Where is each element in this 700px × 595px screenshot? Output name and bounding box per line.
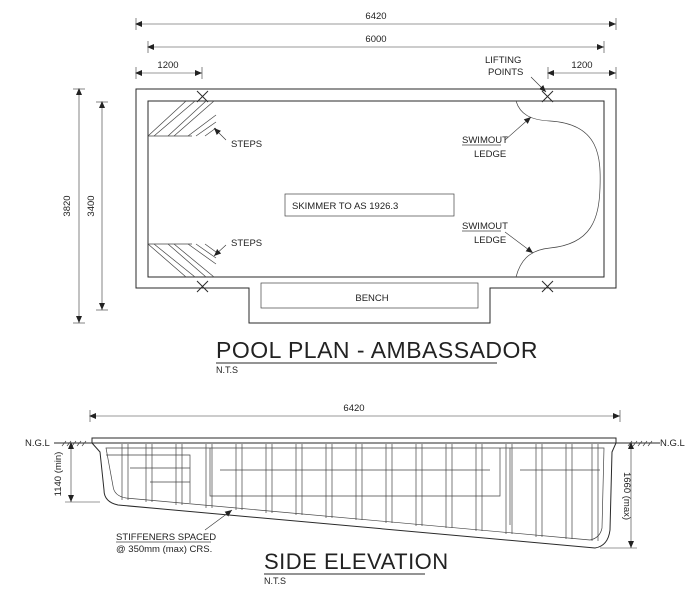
- depth-min-label: 1140 (min): [53, 452, 64, 497]
- plan-title: POOL PLAN - AMBASSADOR: [216, 337, 538, 363]
- dim-6000-label: 6000: [365, 34, 386, 45]
- internal-step-lines: [106, 448, 600, 525]
- swimout-bottom-label-1: SWIMOUT: [462, 221, 508, 232]
- side-elevation: 6420 N.G.L N.G.L: [25, 403, 685, 586]
- skimmer-label: SKIMMER TO AS 1926.3: [292, 201, 398, 212]
- dim-inner-width: 3400: [86, 101, 108, 311]
- dim-depth-max: 1660 (max): [600, 442, 637, 549]
- steps-bottom: [147, 243, 217, 278]
- bench-label: BENCH: [355, 293, 388, 304]
- pool-shell-inner: [105, 447, 605, 541]
- dim-overall-length-elevation: 6420: [89, 403, 621, 422]
- dim-depth-min: 1140 (min): [53, 442, 100, 503]
- dim-overall-length-plan: 6420: [135, 11, 617, 30]
- stiffeners-label-1: STIFFENERS SPACED: [116, 532, 216, 543]
- pool-shell-outline: [91, 437, 617, 549]
- pool-outer-outline: [135, 88, 617, 324]
- dim-3400-label: 3400: [86, 195, 97, 216]
- depth-max-label: 1660 (max): [621, 472, 632, 520]
- dim-overall-width: 3820: [62, 88, 85, 324]
- ngl-right-label: N.G.L: [660, 438, 685, 449]
- lifting-label-line2: POINTS: [488, 67, 523, 78]
- pool-inner-outline: [147, 100, 605, 278]
- dim-1200-right-label: 1200: [571, 60, 592, 71]
- stiffeners-label-2: @ 350mm (max) CRS.: [116, 544, 212, 555]
- ngl-left-label: N.G.L: [25, 438, 50, 449]
- dim-inner-length-plan: 6000: [147, 34, 605, 53]
- elev-dim-6420-label: 6420: [343, 403, 364, 414]
- steps-top-label: STEPS: [231, 139, 262, 150]
- dim-6420-label: 6420: [365, 11, 386, 22]
- dim-left-step: 1200: [135, 60, 203, 79]
- steps-bottom-label: STEPS: [231, 238, 262, 249]
- lifting-label-line1: LIFTING: [485, 55, 521, 66]
- dim-right-ledge: 1200: [547, 60, 617, 79]
- plan-scale: N.T.S: [216, 365, 238, 375]
- elevation-scale: N.T.S: [264, 576, 286, 586]
- elevation-title: SIDE ELEVATION: [264, 549, 449, 574]
- bench: [260, 282, 479, 309]
- skimmer-box: [284, 193, 455, 217]
- dim-1200-left-label: 1200: [157, 60, 178, 71]
- dim-3820-label: 3820: [62, 195, 73, 216]
- stiffeners: [121, 444, 599, 541]
- steps-top: [147, 100, 217, 137]
- swimout-bottom-label-2: LEDGE: [474, 235, 506, 246]
- swimout-ledge-curve: [515, 100, 601, 278]
- pool-plan: 6420 6000 1200 1200 3820: [62, 11, 617, 375]
- lifting-point-marks: [196, 90, 554, 293]
- swimout-top-label-1: SWIMOUT: [462, 135, 508, 146]
- swimout-top-label-2: LEDGE: [474, 149, 506, 160]
